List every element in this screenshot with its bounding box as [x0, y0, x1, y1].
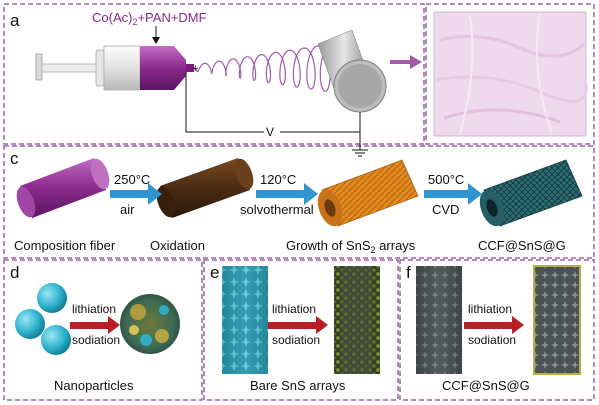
panel-e-lithiation: lithiation	[272, 302, 316, 316]
panel-f-letter: f	[406, 263, 411, 282]
process-arrow-2	[256, 183, 318, 205]
reaction-arrow-e	[268, 316, 328, 334]
panel-d-lithiation: lithiation	[72, 302, 116, 316]
panel-a-letter: a	[10, 11, 20, 30]
label-growth-sns2: Growth of SnS2 arrays	[286, 238, 416, 255]
ccf-sns-g-pristine	[416, 266, 462, 374]
oxidized-fiber	[156, 158, 254, 218]
panel-a-frame	[3, 3, 425, 145]
label-oxidation: Oxidation	[150, 238, 205, 253]
label-growth-main: Growth of SnS	[286, 238, 371, 253]
rotating-collector	[317, 29, 387, 113]
panel-f-caption: CCF@SnS@G	[442, 378, 530, 393]
label-growth-rest: arrays	[376, 238, 416, 253]
positive-terminal-label: +	[192, 63, 198, 75]
precursor-label-main: Co(Ac)	[92, 10, 132, 25]
electrospinning-jet	[193, 42, 346, 92]
precursor-solution	[140, 46, 174, 90]
panel-f-lithiation: lithiation	[468, 302, 512, 316]
panel-b-frame	[425, 3, 595, 145]
nanoparticle-spheres	[15, 283, 71, 355]
step-2-temperature: 120°C	[260, 172, 296, 187]
ground-icon	[352, 149, 368, 157]
panel-d-letter: d	[10, 263, 19, 282]
panel-f-frame	[399, 259, 595, 401]
lithiated-nanoparticle-cluster	[120, 294, 180, 354]
process-arrow-3	[424, 183, 482, 205]
panel-e-caption: Bare SnS arrays	[250, 378, 346, 393]
panel-e-sodiation: sodiation	[272, 333, 320, 347]
reaction-arrow-d	[70, 316, 120, 334]
label-composition-fiber: Composition fiber	[14, 238, 116, 253]
step-1-condition: air	[120, 202, 135, 217]
label-growth-sub: 2	[371, 245, 376, 255]
label-ccf-sns-g: CCF@SnS@G	[478, 238, 566, 253]
panel-d-frame	[3, 259, 203, 401]
arrow-to-panel-b-head-icon	[410, 55, 422, 69]
composition-fiber	[16, 158, 110, 218]
panel-d-sodiation: sodiation	[72, 333, 120, 347]
voltage-label-bg	[264, 124, 280, 138]
step-3-condition: CVD	[432, 202, 459, 217]
bare-sns-array-pristine	[222, 266, 268, 374]
panel-c-letter: c	[10, 149, 19, 168]
panel-c-frame	[3, 145, 595, 259]
step-3-temperature: 500°C	[428, 172, 464, 187]
precursor-label-rest: +PAN+DMF	[137, 10, 206, 25]
bare-sns-array-cycled	[334, 266, 380, 374]
ccf-sns-g-cycled	[533, 265, 581, 375]
syringe-illustration	[35, 45, 194, 91]
svg-text:Co(Ac)2+PAN+DMF: Co(Ac)2+PAN+DMF	[92, 10, 207, 27]
reaction-arrow-f	[464, 316, 524, 334]
step-2-condition: solvothermal	[240, 202, 314, 217]
panel-f-sodiation: sodiation	[468, 333, 516, 347]
process-arrow-1	[110, 183, 162, 205]
precursor-label: Co(Ac)2+PAN+DMF	[92, 10, 207, 27]
sns2-array-fiber	[317, 159, 419, 227]
voltage-label: V	[266, 125, 274, 139]
precursor-label-sub: 2	[132, 17, 137, 27]
ccf-sns-g-fiber	[479, 159, 583, 227]
step-1-temperature: 250°C	[114, 172, 150, 187]
panel-e-frame	[203, 259, 399, 401]
fiber-mat-image	[433, 11, 588, 137]
panel-d-caption: Nanoparticles	[54, 378, 134, 393]
panel-e-letter: e	[210, 263, 219, 282]
down-arrow-head-icon	[152, 37, 160, 44]
